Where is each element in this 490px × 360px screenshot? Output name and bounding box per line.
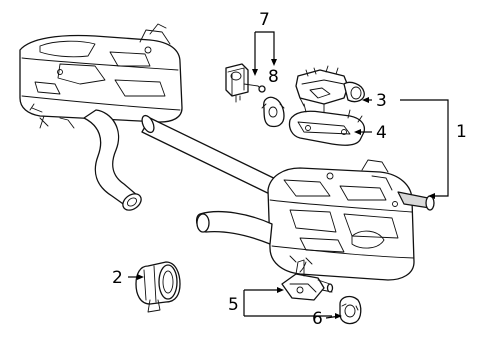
callout-8: 8	[268, 67, 279, 87]
rubber-hanger	[261, 96, 285, 128]
callout-2: 2	[112, 268, 123, 288]
flap-valve	[295, 65, 365, 113]
callout-4: 4	[376, 123, 387, 143]
front-tailpipe	[83, 109, 142, 211]
leader-5	[243, 289, 332, 317]
heat-shield	[288, 103, 366, 146]
rear-tailpipe	[195, 211, 273, 245]
callout-labels: 1 2 3 4 5 6 7 8	[112, 10, 467, 329]
callout-3: 3	[376, 91, 387, 111]
intermediate-pipe	[141, 114, 291, 201]
hanger-bracket	[281, 259, 334, 301]
callout-1: 1	[456, 122, 467, 142]
grommet	[339, 295, 362, 325]
arrowheads	[137, 59, 435, 319]
leader-1	[400, 99, 449, 197]
leader-lines	[128, 31, 449, 319]
rear-outlet-tip	[397, 191, 435, 211]
leader-7	[254, 31, 275, 72]
callout-7: 7	[259, 10, 270, 30]
rear-muffler	[267, 159, 415, 281]
callout-6: 6	[312, 309, 323, 329]
actuator-bracket	[225, 63, 266, 103]
front-muffler	[19, 23, 183, 129]
exhaust-clamp	[135, 261, 181, 313]
callout-5: 5	[228, 295, 239, 315]
